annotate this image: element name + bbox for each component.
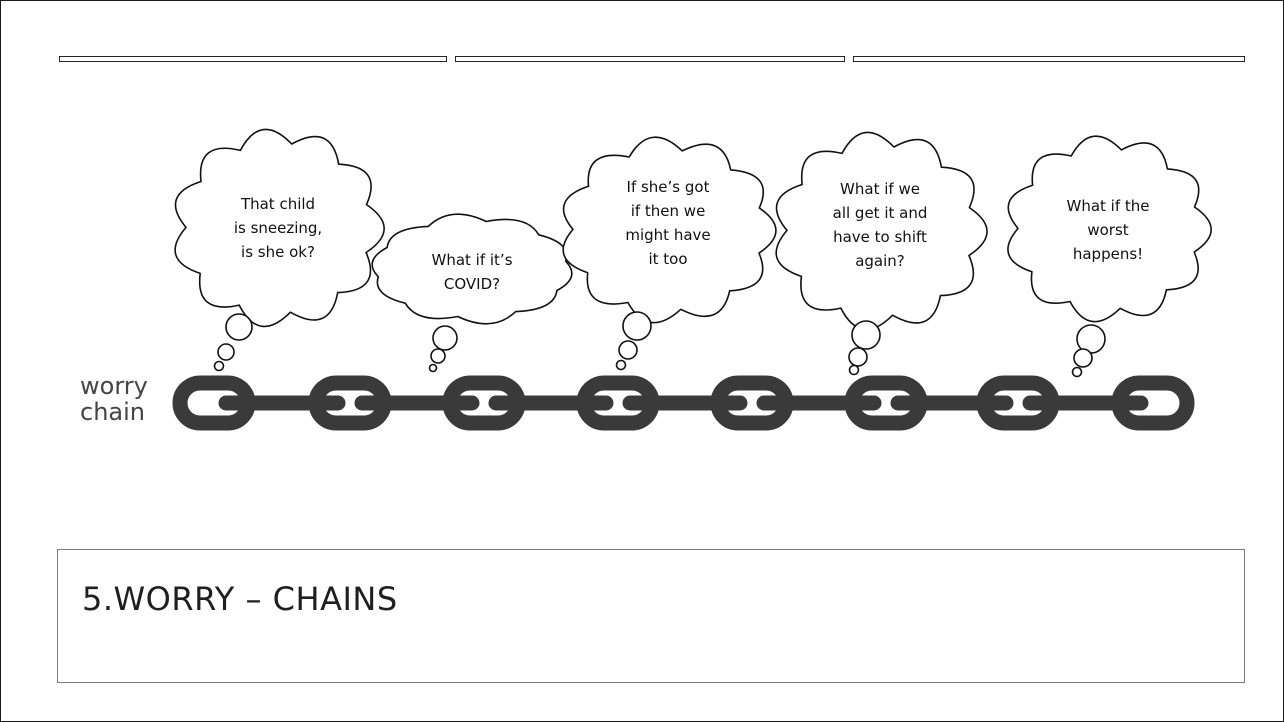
thought-trail-dot xyxy=(851,320,881,350)
thought-trail-dot xyxy=(428,363,438,373)
thought-trail-dot xyxy=(622,311,652,341)
thought-cloud xyxy=(371,213,573,325)
chain-link xyxy=(710,375,794,431)
thought-trail-dot xyxy=(615,359,627,371)
thought-trail-dot xyxy=(213,360,225,372)
thought-bubble: What if we all get it and have to shift aga… xyxy=(775,131,988,376)
chain-link xyxy=(844,375,928,431)
chain-link xyxy=(308,375,392,431)
thought-text-line: is sneezing, xyxy=(234,219,322,237)
thought-text-line: What if we xyxy=(840,180,920,198)
thought-text-line: worst xyxy=(1087,221,1128,239)
thought-text-line: have to shift xyxy=(833,228,927,246)
thought-text-line: is she ok? xyxy=(241,243,315,261)
decorative-bar-left xyxy=(59,56,447,62)
thought-text-line: might have xyxy=(625,226,710,244)
thought-text-line: all get it and xyxy=(833,204,928,222)
chain-label-line-1: worry xyxy=(80,372,148,400)
thought-text-line: What if it’s xyxy=(431,251,512,269)
decorative-bar-right xyxy=(853,56,1245,62)
thought-cloud xyxy=(562,136,777,324)
chain-graphic xyxy=(172,375,1195,431)
slide-title: 5.WORRY – CHAINS xyxy=(82,580,398,618)
chain-link xyxy=(976,375,1060,431)
thought-cloud xyxy=(174,128,385,328)
thought-trail-dot xyxy=(432,325,458,351)
thought-cloud xyxy=(1007,135,1212,323)
thought-trail-dot xyxy=(225,313,253,341)
thought-text-line: What if the xyxy=(1066,197,1149,215)
chain-link xyxy=(442,375,526,431)
thought-bubble: That child is sneezing, is she ok? xyxy=(174,128,385,372)
thought-text-line: if then we xyxy=(631,202,706,220)
thought-text-line: happens! xyxy=(1073,245,1143,263)
thought-text-line: COVID? xyxy=(444,275,500,293)
chain-link xyxy=(172,375,256,431)
chain-link xyxy=(576,375,660,431)
thought-bubble: If she’s got if then we might have it too xyxy=(562,136,777,371)
thought-trail-dot xyxy=(430,348,446,364)
thought-trail-dot xyxy=(618,340,638,360)
title-box: 5.WORRY – CHAINS xyxy=(57,549,1245,683)
thought-trail-dot xyxy=(848,347,868,367)
thought-trail-dot xyxy=(1073,348,1093,368)
chain-link xyxy=(1111,375,1195,431)
thought-text-line: If she’s got xyxy=(627,178,710,196)
decorative-bar-center xyxy=(455,56,845,62)
thought-bubble: What if the worst happens! xyxy=(1007,135,1212,378)
worry-chain-illustration: That child is sneezing, is she ok? What if … xyxy=(80,128,1212,431)
thought-text-line: again? xyxy=(855,252,905,270)
thought-trail-dot xyxy=(848,364,860,376)
thought-text-line: it too xyxy=(648,250,687,268)
thought-trail-dot xyxy=(1071,366,1083,378)
thought-text-line: That child xyxy=(240,195,315,213)
chain-label-line-2: chain xyxy=(80,398,145,426)
thought-trail-dot xyxy=(217,343,235,361)
